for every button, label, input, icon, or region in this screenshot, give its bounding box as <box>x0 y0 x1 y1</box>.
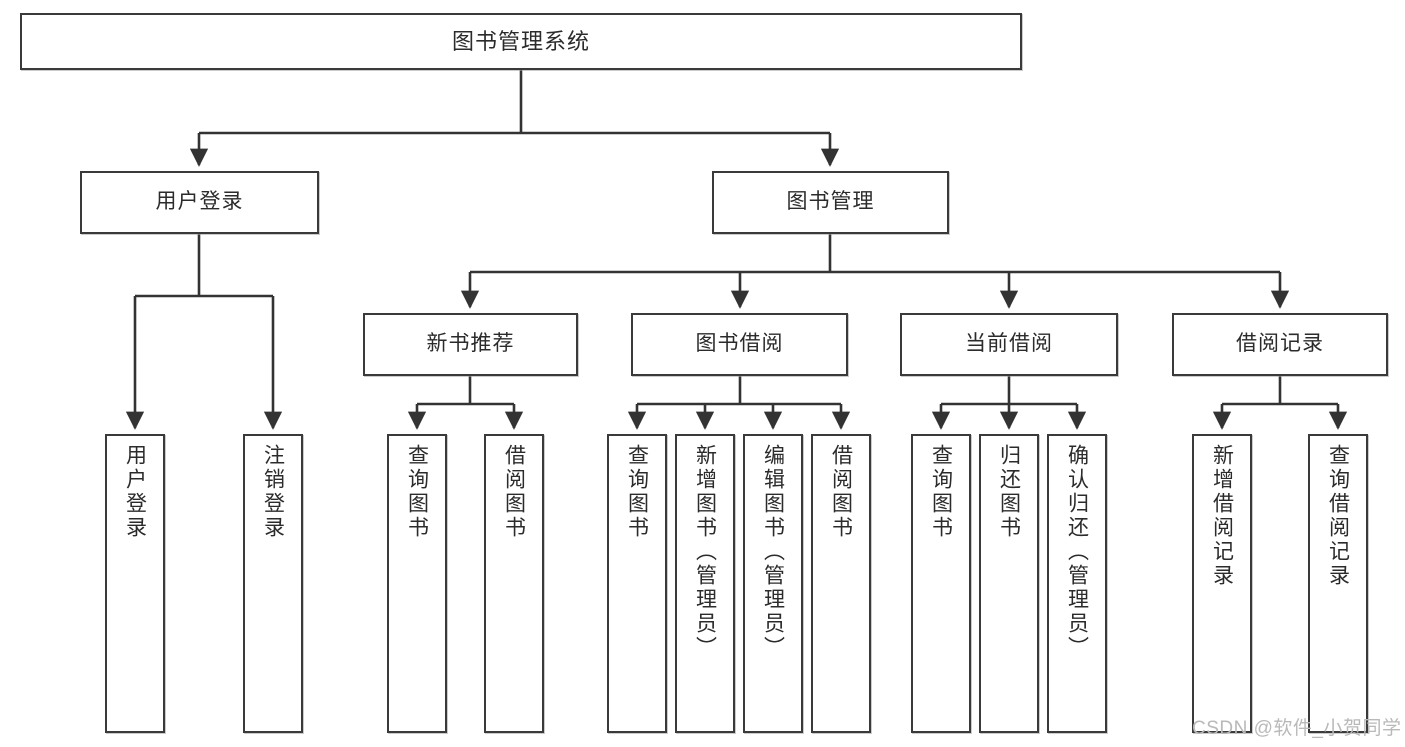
node-label: 查询借阅记录 <box>1326 444 1350 588</box>
node-user-login[interactable]: 用户登录 <box>80 171 319 234</box>
node-label: 注销登录 <box>261 444 285 540</box>
node-leaf-record-query-record[interactable]: 查询借阅记录 <box>1308 434 1368 733</box>
node-label: 图书管理系统 <box>451 28 590 54</box>
node-leaf-borrow-add-book-admin[interactable]: 新增图书（管理员） <box>675 434 735 733</box>
node-label: 查询图书 <box>625 444 649 540</box>
node-book-management[interactable]: 图书管理 <box>712 171 949 234</box>
node-leaf-newbook-borrow-book[interactable]: 借阅图书 <box>484 434 544 733</box>
node-leaf-borrow-edit-book-admin[interactable]: 编辑图书（管理员） <box>743 434 803 733</box>
node-leaf-current-query-book[interactable]: 查询图书 <box>911 434 971 733</box>
node-label: 归还图书 <box>997 444 1021 540</box>
node-label: 用户登录 <box>155 190 244 214</box>
node-new-book-recommend[interactable]: 新书推荐 <box>363 313 578 376</box>
node-leaf-user-login-signout[interactable]: 注销登录 <box>243 434 303 733</box>
node-label: 编辑图书（管理员） <box>761 444 785 660</box>
node-label: 当前借阅 <box>965 332 1053 356</box>
node-label: 图书管理 <box>786 190 875 214</box>
node-leaf-newbook-query-book[interactable]: 查询图书 <box>387 434 447 733</box>
node-current-borrow[interactable]: 当前借阅 <box>900 313 1118 376</box>
node-leaf-borrow-query-book[interactable]: 查询图书 <box>607 434 667 733</box>
node-label: 查询图书 <box>405 444 429 540</box>
node-label: 确认归还（管理员） <box>1065 444 1089 660</box>
node-leaf-current-confirm-return-admin[interactable]: 确认归还（管理员） <box>1047 434 1107 733</box>
node-label: 借阅图书 <box>829 444 853 540</box>
node-leaf-record-add-record[interactable]: 新增借阅记录 <box>1192 434 1252 733</box>
node-borrow-record[interactable]: 借阅记录 <box>1172 313 1388 376</box>
node-root-book-management-system[interactable]: 图书管理系统 <box>20 13 1022 70</box>
csdn-watermark: CSDN @软件_小贺同学 <box>1192 718 1402 739</box>
node-label: 借阅记录 <box>1236 332 1324 356</box>
node-label: 查询图书 <box>929 444 953 540</box>
node-leaf-user-login-signin[interactable]: 用户登录 <box>105 434 165 733</box>
node-label: 新书推荐 <box>426 332 515 356</box>
node-label: 新增图书（管理员） <box>693 444 717 660</box>
node-leaf-current-return-book[interactable]: 归还图书 <box>979 434 1039 733</box>
node-label: 新增借阅记录 <box>1210 444 1234 588</box>
node-leaf-borrow-borrow-book[interactable]: 借阅图书 <box>811 434 871 733</box>
node-book-borrow[interactable]: 图书借阅 <box>631 313 848 376</box>
node-label: 借阅图书 <box>502 444 526 540</box>
node-label: 用户登录 <box>123 444 147 540</box>
node-label: 图书借阅 <box>695 332 784 356</box>
